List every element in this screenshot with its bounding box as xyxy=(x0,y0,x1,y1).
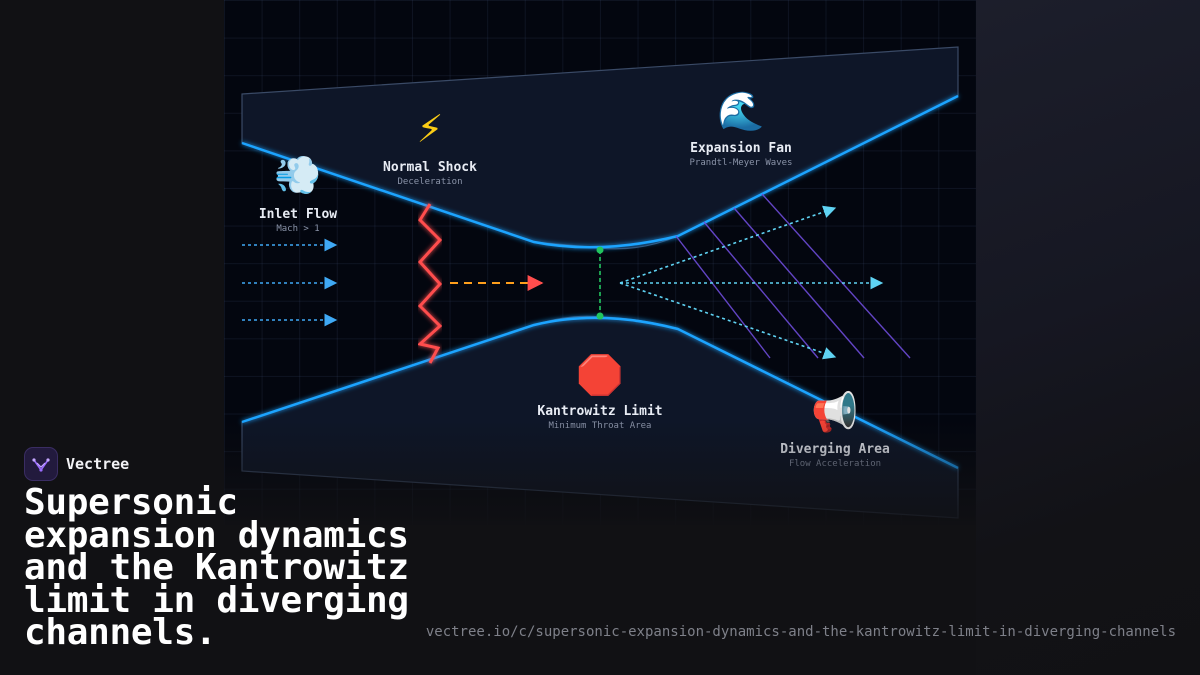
brand[interactable]: Vectree xyxy=(24,447,129,481)
stop-sign-icon: 🛑 xyxy=(576,353,623,397)
throat-marker xyxy=(596,246,604,320)
expansion-title: Expansion Fan xyxy=(690,141,792,156)
normal-shock-line xyxy=(416,203,443,364)
page-url[interactable]: vectree.io/c/supersonic-expansion-dynami… xyxy=(425,624,1176,640)
kantrowitz-subtitle: Minimum Throat Area xyxy=(549,421,652,431)
wind-icon: 💨 xyxy=(274,153,321,197)
vectree-logo-icon xyxy=(24,447,58,481)
lightning-icon: ⚡ xyxy=(417,107,444,151)
node-shock: ⚡ Normal Shock Deceleration xyxy=(383,107,477,187)
expansion-subtitle: Prandtl-Meyer Waves xyxy=(690,158,793,168)
inlet-subtitle: Mach > 1 xyxy=(276,224,319,234)
page-title: Supersonic expansion dynamics and the Ka… xyxy=(24,482,409,653)
lower-contour xyxy=(241,316,959,470)
background-gradient xyxy=(976,0,1200,675)
diverging-title: Diverging Area xyxy=(780,442,890,457)
kantrowitz-title: Kantrowitz Limit xyxy=(537,404,662,419)
shock-subtitle: Deceleration xyxy=(397,177,462,187)
inlet-flow-arrows xyxy=(242,238,338,327)
exit-flow-arrows xyxy=(619,205,884,360)
upper-wall xyxy=(241,46,959,250)
upper-contour xyxy=(241,94,959,249)
brand-name: Vectree xyxy=(66,455,130,473)
inlet-title: Inlet Flow xyxy=(259,207,337,222)
node-inlet: 💨 Inlet Flow Mach > 1 xyxy=(259,153,337,234)
wave-icon: 🌊 xyxy=(717,89,764,133)
megaphone-icon: 📢 xyxy=(811,390,858,435)
node-expansion: 🌊 Expansion Fan Prandtl-Meyer Waves xyxy=(690,89,793,168)
shock-title: Normal Shock xyxy=(383,160,477,175)
diverging-subtitle: Flow Acceleration xyxy=(789,459,881,469)
expansion-fan-lines xyxy=(675,193,911,359)
